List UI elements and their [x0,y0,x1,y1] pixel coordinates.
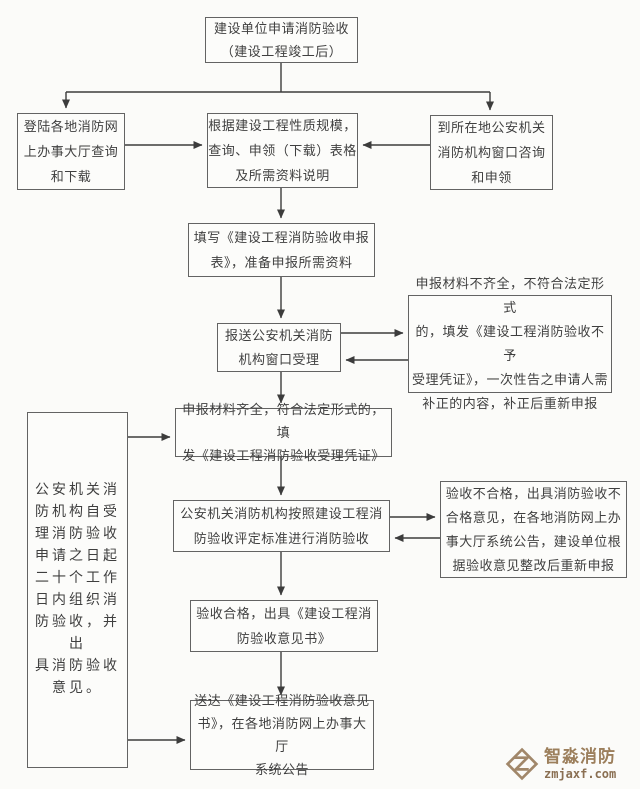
flow-node-window-consult-text: 到所在地公安机关 消防机构窗口咨询 和申领 [437,120,546,185]
flow-node-get-forms: 根据建设工程性质规模， 查询、申领（下载）表格 及所需资料说明 [207,113,358,188]
flow-node-inspection-fail: 验收不合格，出具消防验收不 合格意见，在各地消防网上办 事大厅系统公告，建设单位… [440,481,627,578]
flow-node-materials-accepted-text: 申报材料齐全，符合法定形式的，填 发《建设工程消防验收受理凭证》 [182,402,385,463]
flow-node-online-query: 登陆各地消防网 上办事大厅查询 和下载 [17,113,125,190]
flow-node-submit-text: 报送公安机关消防 机构窗口受理 [224,327,333,367]
brand-watermark: 智淼消防 zmjaxf.com [504,742,636,786]
flow-node-inspection-text: 公安机关消防机构按照建设工程消 防验收评定标准进行消防验收 [180,506,383,546]
flow-node-start: 建设单位申请消防验收 （建设工程竣工后） [205,17,358,63]
brand-name: 智淼消防 [544,747,616,766]
flow-node-online-query-text: 登陆各地消防网 上办事大厅查询 和下载 [23,119,119,184]
flow-node-deadline-note-text: 公安机关消 防机构自受 理消防验收 申请之日起 二十个工作 日内组织消 防验收，… [35,483,120,696]
flow-node-get-forms-text: 根据建设工程性质规模， 查询、申领（下载）表格 及所需资料说明 [208,118,357,183]
flow-node-inspection-fail-text: 验收不合格，出具消防验收不 合格意见，在各地消防网上办 事大厅系统公告，建设单位… [445,485,622,573]
flow-node-deliver: 送达《建设工程消防验收意见 书》，在各地消防网上办事大厅 系统公告 [190,693,374,777]
flow-node-materials-accepted: 申报材料齐全，符合法定形式的，填 发《建设工程消防验收受理凭证》 [175,402,392,463]
flow-node-deadline-note: 公安机关消 防机构自受 理消防验收 申请之日起 二十个工作 日内组织消 防验收，… [27,412,128,768]
brand-logo-icon [505,747,539,781]
flow-node-start-text: 建设单位申请消防验收 （建设工程竣工后） [213,21,349,59]
flow-node-materials-incomplete: 申报材料不齐全，不符合法定形式 的，填发《建设工程消防验收不予 受理凭证》，一次… [408,276,612,411]
flow-node-inspection-pass: 验收合格，出具《建设工程消 防验收意见书》 [190,600,378,652]
flow-node-fill-form-text: 填写《建设工程消防验收申报 表》，准备申报所需资料 [193,230,370,270]
flow-node-window-consult: 到所在地公安机关 消防机构窗口咨询 和申领 [430,115,553,190]
flow-node-submit: 报送公安机关消防 机构窗口受理 [217,323,341,372]
flow-node-deliver-text: 送达《建设工程消防验收意见 书》，在各地消防网上办事大厅 系统公告 [194,693,370,777]
flow-node-inspection-pass-text: 验收合格，出具《建设工程消 防验收意见书》 [196,606,372,646]
brand-domain: zmjaxf.com [544,767,617,781]
flow-node-fill-form: 填写《建设工程消防验收申报 表》，准备申报所需资料 [188,223,375,277]
flow-node-materials-incomplete-text: 申报材料不齐全，不符合法定形式 的，填发《建设工程消防验收不予 受理凭证》，一次… [411,276,608,411]
flow-node-inspection: 公安机关消防机构按照建设工程消 防验收评定标准进行消防验收 [173,500,390,552]
